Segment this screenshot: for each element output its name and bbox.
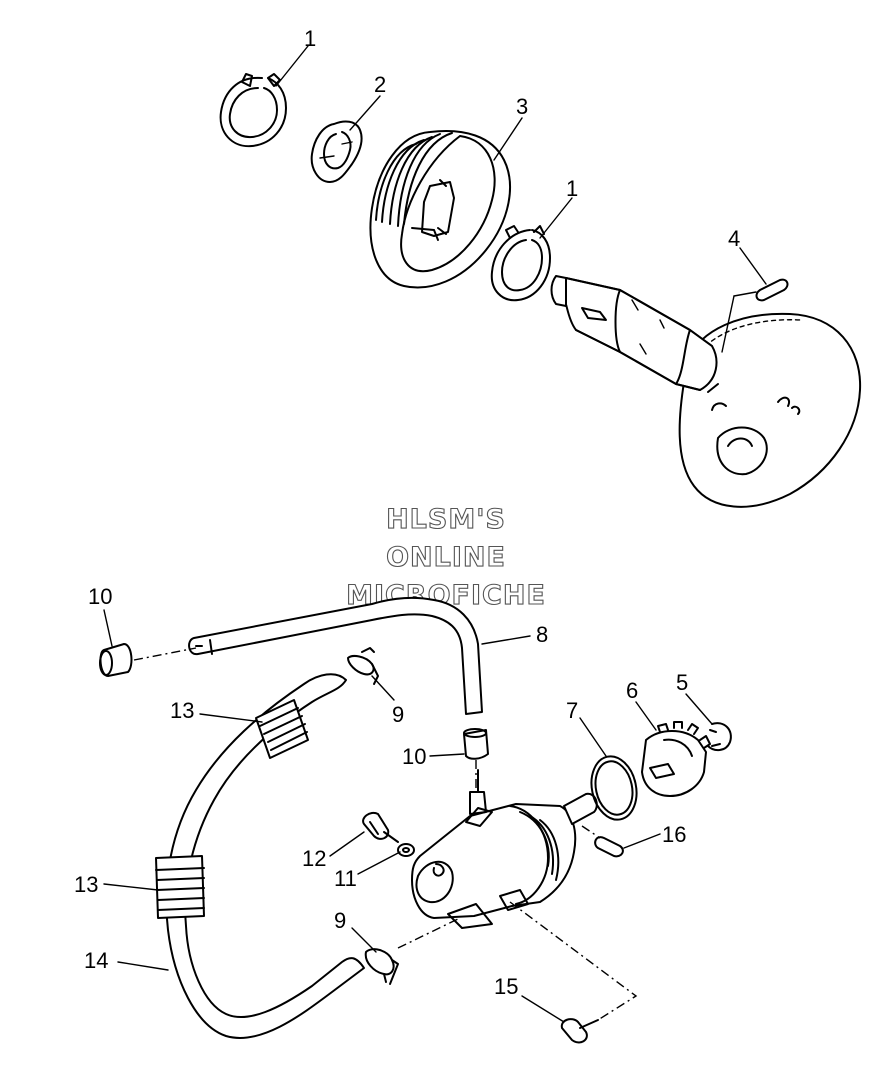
callout-8: 8 [536,622,548,647]
callout-16: 16 [662,822,686,847]
callout-2: 2 [374,72,386,97]
callout-9-upper: 9 [392,702,404,727]
dowel-part-16 [581,825,624,858]
callout-labels: 1 2 3 1 4 10 8 13 9 10 7 6 5 12 11 16 13… [74,26,740,999]
sleeve-part-10-lower [463,728,489,792]
callout-5: 5 [676,670,688,695]
callout-10-upper: 10 [88,584,112,609]
callout-9-lower: 9 [334,908,346,933]
watermark-line-1: HLSM'S [386,504,506,535]
callout-14: 14 [84,948,108,973]
callout-7: 7 [566,698,578,723]
callout-1-upper: 1 [304,26,316,51]
shaft-and-housing-assembly [550,275,862,508]
callout-13-upper: 13 [170,698,194,723]
callout-12: 12 [302,846,326,871]
e-clip-part-5 [707,722,732,752]
oil-pump-body [411,769,598,929]
callout-1-lower: 1 [566,176,578,201]
circlip-part-1-upper [219,73,287,148]
washer-part-2 [310,120,363,183]
pipe-part-8 [188,596,483,715]
callout-11: 11 [334,866,357,891]
hose-band-part-13-lower [155,855,205,919]
leader-lines [103,45,767,1023]
watermark-line-2: ONLINE [386,542,506,573]
hose-band-part-13-upper [255,699,309,759]
gear-part-6 [641,721,711,797]
watermark: HLSM'S ONLINE MICROFICHE [346,503,546,611]
o-ring-part-7 [590,755,638,821]
hose-part-14 [165,673,365,1039]
sleeve-part-10-upper [99,643,197,677]
clip-part-9-upper [347,647,379,685]
circlip-part-1-lower [490,225,551,302]
callout-15: 15 [494,974,518,999]
washer-part-11 [397,843,415,857]
callout-10-lower: 10 [402,744,426,769]
screw-part-12 [362,812,399,843]
callout-4: 4 [728,226,740,251]
callout-13-lower: 13 [74,872,98,897]
callout-3: 3 [516,94,528,119]
clip-part-9-lower [364,917,461,985]
pulley-part-3 [369,130,511,289]
screw-part-15 [509,901,638,1044]
callout-6: 6 [626,678,638,703]
